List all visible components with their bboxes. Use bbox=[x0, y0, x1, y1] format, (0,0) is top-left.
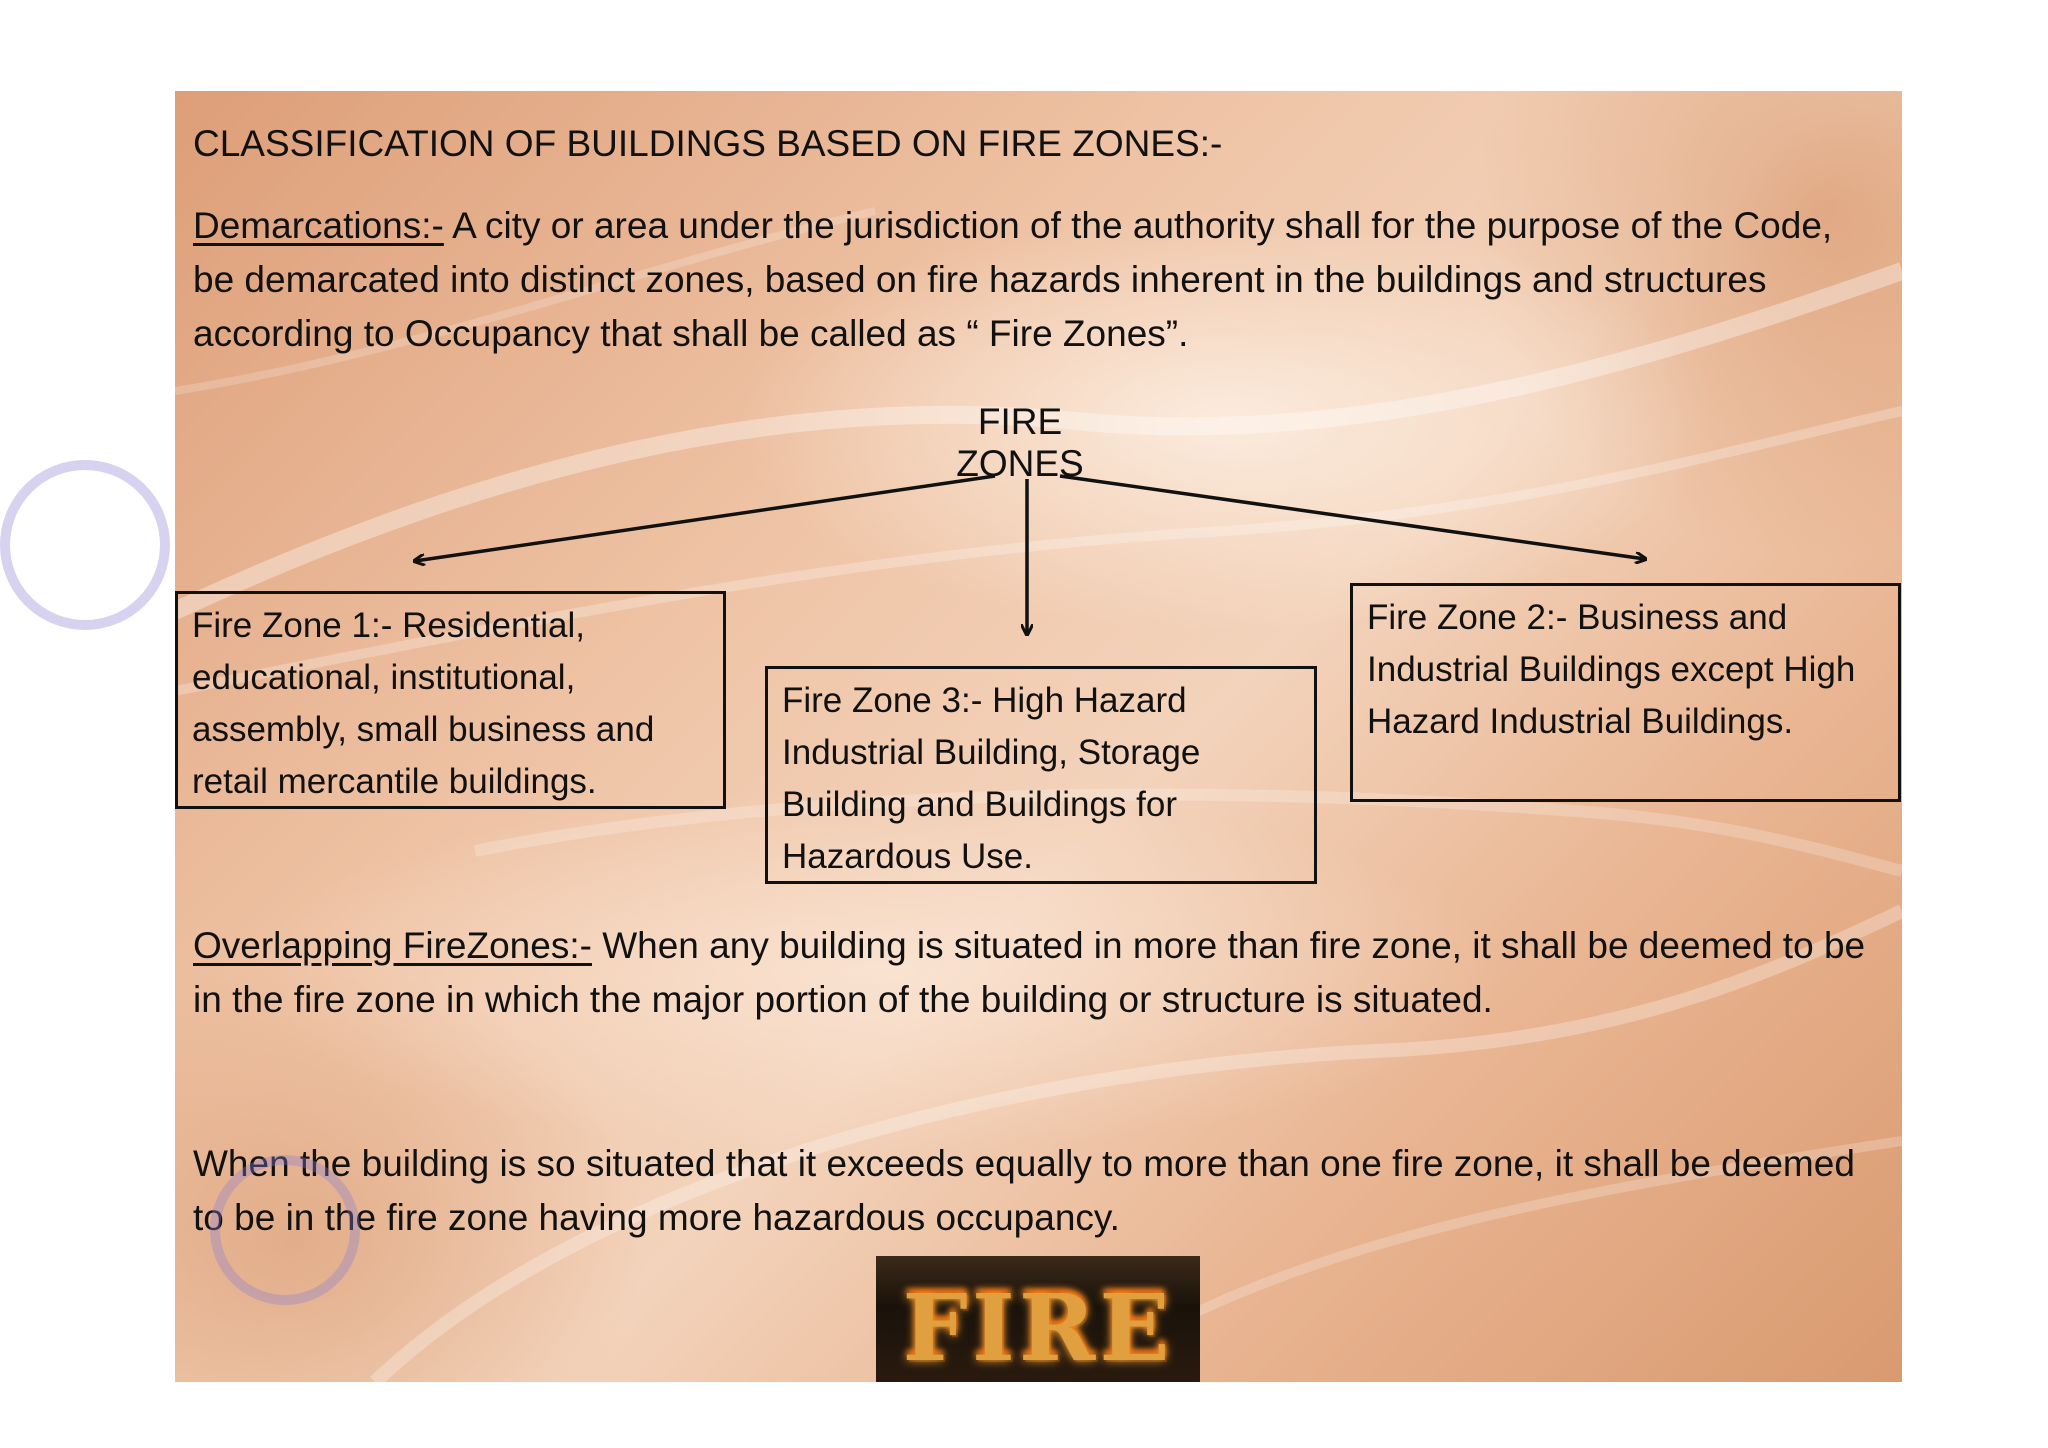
fire-zone-1-box: Fire Zone 1:- Residential, educational, … bbox=[175, 591, 726, 809]
arrow-to-zone1 bbox=[415, 474, 996, 561]
slide: CLASSIFICATION OF BUILDINGS BASED ON FIR… bbox=[175, 91, 1902, 1382]
overlapping-text: When any building is situated in more th… bbox=[193, 925, 1866, 1020]
closing-paragraph: When the building is so situated that it… bbox=[193, 1143, 1855, 1238]
fire-zone-2-box: Fire Zone 2:- Business and Industrial Bu… bbox=[1350, 583, 1901, 802]
overlapping-paragraph: Overlapping FireZones:- When any buildin… bbox=[193, 919, 1883, 1027]
demarcations-text: A city or area under the jurisdiction of… bbox=[193, 205, 1833, 354]
demarcations-paragraph: Demarcations:- A city or area under the … bbox=[193, 199, 1883, 361]
arrow-to-zone2 bbox=[1059, 474, 1645, 559]
fire-zone-3-box: Fire Zone 3:- High Hazard Industrial Bui… bbox=[765, 666, 1317, 884]
fire-logo-text: FIRE bbox=[902, 1274, 1174, 1382]
slide-title: CLASSIFICATION OF BUILDINGS BASED ON FIR… bbox=[193, 123, 1223, 164]
overlapping-label: Overlapping FireZones:- bbox=[193, 925, 592, 966]
demarcations-label: Demarcations:- bbox=[193, 205, 444, 246]
diagram-arrows bbox=[175, 474, 1902, 1382]
fire-logo: FIRE bbox=[876, 1256, 1200, 1382]
